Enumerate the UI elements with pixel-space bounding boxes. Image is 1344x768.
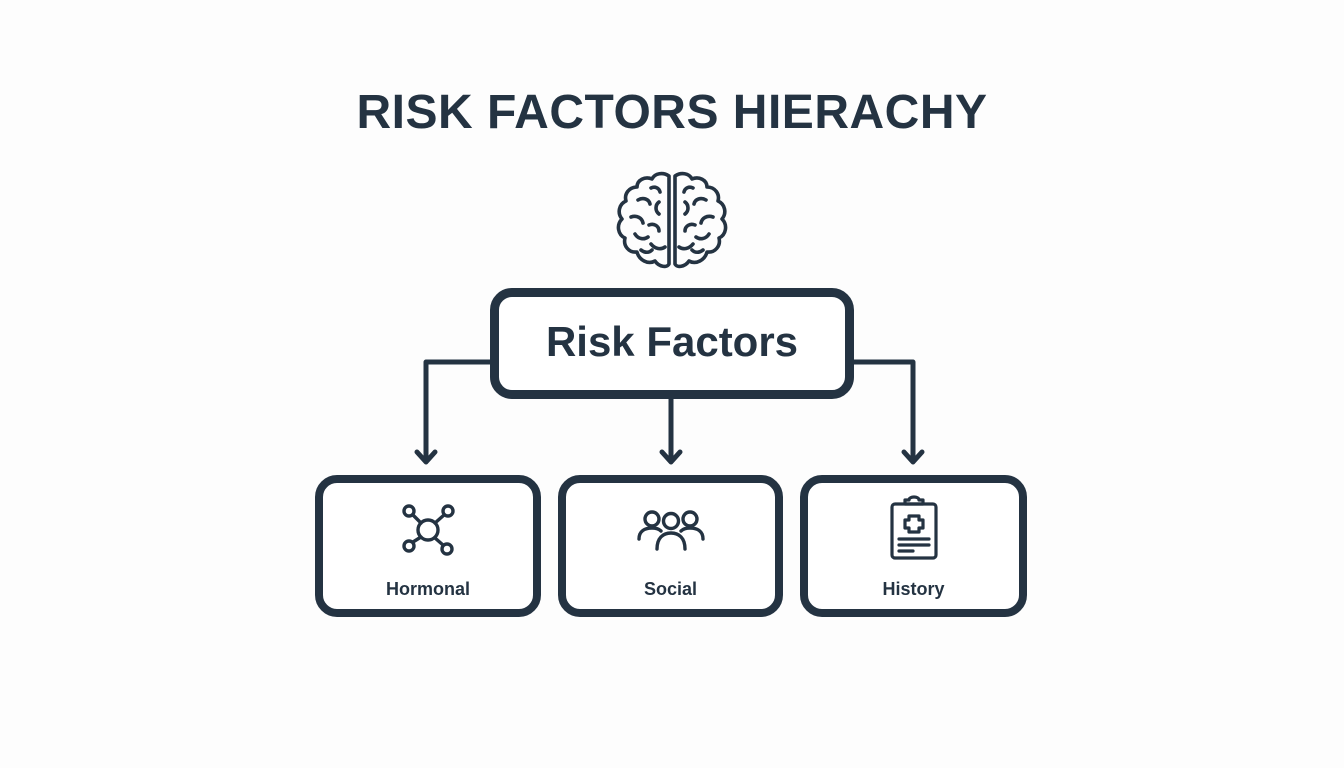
arrowhead-social <box>659 449 683 465</box>
child-node-label: Hormonal <box>385 579 470 599</box>
root-node-risk-factors: Risk Factors <box>490 288 854 399</box>
child-node-social: Social <box>558 475 783 617</box>
root-node-label: Risk Factors <box>545 317 799 365</box>
medical-clipboard-icon <box>889 495 938 560</box>
people-group-icon <box>636 510 705 551</box>
child-node-history: History <box>800 475 1027 617</box>
child-node-label: History <box>882 579 945 599</box>
molecule-network-icon <box>402 504 455 556</box>
arrowhead-history <box>901 449 925 465</box>
child-node-hormonal: Hormonal <box>315 475 541 617</box>
edge-to-history <box>850 359 916 464</box>
arrowhead-hormonal <box>414 449 438 465</box>
brain-icon <box>616 171 728 269</box>
edge-to-hormonal <box>423 359 494 464</box>
child-node-label: Social <box>643 579 698 599</box>
diagram-title: RISK FACTORS HIERACHY <box>356 86 988 139</box>
